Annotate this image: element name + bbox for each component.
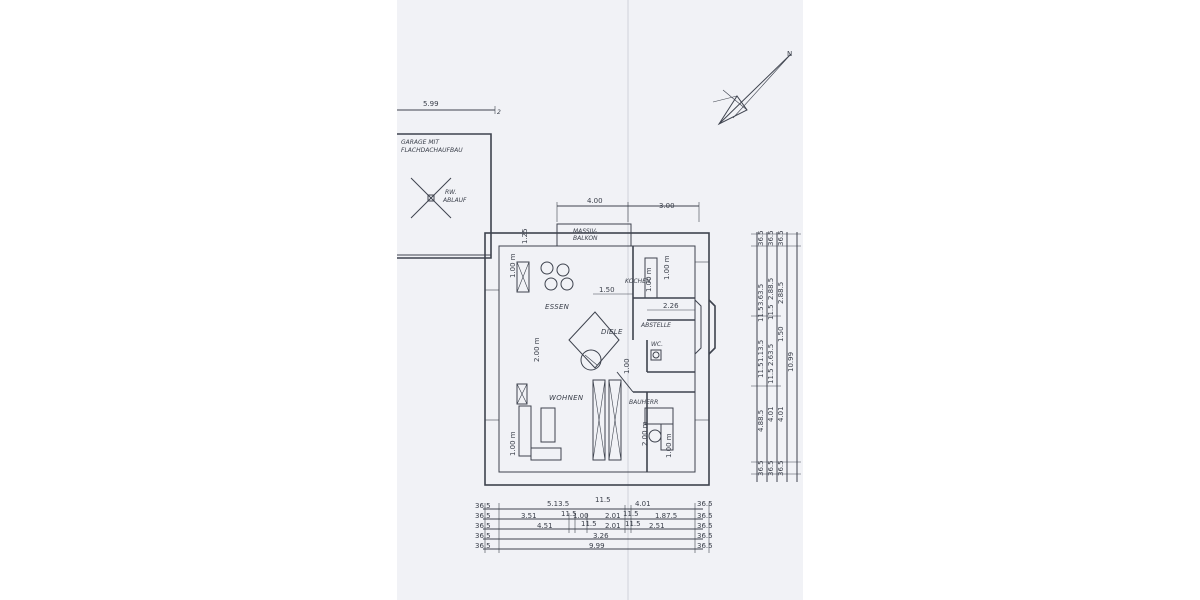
rdim-c1-1: 3.63.5	[757, 284, 765, 306]
bdim-r3-4: 11.5	[625, 520, 641, 528]
bdim-r1-1: 5.13.5	[547, 500, 569, 508]
rdim-c2-3: 2.63.5	[767, 344, 775, 366]
bdim-r4-1: 3.26	[593, 532, 609, 540]
bdim-r3-2: 11.5	[581, 520, 597, 528]
bdim-r5-2: 36.5	[697, 542, 713, 550]
top-dim-left: 4.00	[587, 197, 603, 205]
rdim-c4-0: 10.99	[787, 352, 795, 372]
rw-label-line2: ABLAUF	[442, 197, 467, 204]
bdim-r4-2: 36.5	[697, 532, 713, 540]
bdim-r3-3: 2.01	[605, 522, 621, 530]
bdim-r2-7: 36.5	[697, 512, 713, 520]
rdim-c3-0: 36.5	[777, 230, 785, 246]
bdim-r4-0: 36.5	[475, 532, 491, 540]
rdim-c1-6: 36.5	[757, 460, 765, 476]
right-dimensions: 36.5 3.63.5 11.5 1.13.5 11.5 4.88.5 36.5…	[751, 230, 801, 482]
dim-100f: 1.00 m	[665, 433, 673, 458]
balkon: MASSIV- BALKON	[556, 223, 632, 247]
rdim-c2-0: 36.5	[767, 230, 775, 246]
room-bauherr: BAUHERR	[629, 399, 658, 406]
room-wc: WC.	[651, 341, 663, 348]
rdim-c3-2: 1.50	[777, 326, 785, 342]
bdim-r1-4: 36.5	[697, 500, 713, 508]
dim-100a: 1.00 m	[509, 253, 517, 278]
rdim-c3-3: 4.01	[777, 406, 785, 422]
room-kochen: KOCHEN	[625, 278, 651, 285]
bdim-r3-6: 36.5	[697, 522, 713, 530]
bdim-r2-5: 11.5	[623, 510, 639, 518]
room-wohnen: WOHNEN	[549, 394, 584, 402]
dim-100c: 1.00 m	[645, 267, 653, 292]
bdim-r2-6: 1.87.5	[655, 512, 677, 520]
rdim-c1-4: 11.5	[757, 362, 765, 378]
bdim-r3-1: 4.51	[537, 522, 553, 530]
balkon-line1: MASSIV-	[573, 228, 597, 235]
bdim-r3-0: 36.5	[475, 522, 491, 530]
room-abstelle: ABSTELLE	[640, 322, 671, 329]
bdim-r2-1: 3.51	[521, 512, 537, 520]
rdim-c2-4: 11.5	[767, 368, 775, 384]
rdim-c2-5: 4.01	[767, 406, 775, 422]
balkon-line2: BALKON	[573, 235, 598, 242]
north-arrow-icon: N	[712, 50, 792, 126]
inner-dimensions: 1.50 2.26 1.00 m 1.25 2.00 m 1.00 m 1.00…	[509, 228, 695, 458]
top-dim-right: 3.00	[659, 202, 675, 210]
rdim-c3-4: 36.5	[777, 460, 785, 476]
bottom-dimensions: 36.5 5.13.5 11.5 4.01 36.5 36.5 3.51 11.…	[475, 496, 713, 553]
rdim-c1-5: 4.88.5	[757, 410, 765, 432]
bdim-r2-0: 36.5	[475, 512, 491, 520]
dim-125: 1.25	[521, 228, 529, 244]
rdim-c2-6: 36.5	[767, 460, 775, 476]
interior-walls	[568, 246, 695, 472]
north-label: N	[787, 50, 792, 58]
bdim-r3-5: 2.51	[649, 522, 665, 530]
dim-100e: 1.00	[623, 358, 631, 374]
top-dimensions: 4.00 3.00	[556, 197, 700, 222]
garage: 5.99 2 GARAGE MIT FLACHDACHAUFBAU RW. AB…	[397, 100, 501, 259]
bdim-r2-4: 2.01	[605, 512, 621, 520]
dim-200: 2.00 m	[533, 337, 541, 362]
bdim-r1-0: 36.5	[475, 502, 491, 510]
bdim-r1-2: 11.5	[595, 496, 611, 504]
rdim-c1-3: 1.13.5	[757, 340, 765, 362]
bdim-r2-2: 11.5	[561, 510, 577, 518]
rdim-c1-2: 11.5	[757, 306, 765, 322]
rdim-c3-1: 2.88.5	[777, 282, 785, 304]
dim-150: 1.50	[599, 286, 615, 294]
rw-label-line1: RW.	[445, 189, 457, 196]
garage-dimension: 5.99	[423, 100, 439, 108]
garage-marker: 2	[497, 109, 501, 116]
furniture	[516, 257, 674, 461]
room-essen: ESSEN	[545, 303, 570, 311]
rdim-c2-2: 11.5	[767, 304, 775, 320]
bdim-r2-3: 1.00	[573, 512, 589, 520]
outer-walls	[484, 232, 716, 486]
garage-label-line2: FLACHDACHAUFBAU	[401, 147, 463, 154]
bdim-r5-1: 9.99	[589, 542, 605, 550]
plan-sheet: 5.99 2 GARAGE MIT FLACHDACHAUFBAU RW. AB…	[397, 0, 803, 600]
dim-100b: 1.00 m	[509, 431, 517, 456]
rdim-c1-0: 36.5	[757, 230, 765, 246]
bdim-r5-0: 36.5	[475, 542, 491, 550]
floor-plan-drawing: 5.99 2 GARAGE MIT FLACHDACHAUFBAU RW. AB…	[397, 0, 801, 600]
bdim-r1-3: 4.01	[635, 500, 651, 508]
dim-226: 2.26	[663, 302, 679, 310]
room-labels: ESSEN KOCHEN DIELE ABSTELLE WC. WOHNEN B…	[545, 278, 671, 406]
garage-label-line1: GARAGE MIT	[401, 139, 440, 146]
dim-100d: 1.00 m	[663, 255, 671, 280]
dim-200b: 2.00 m	[641, 421, 649, 446]
rdim-c2-1: 2.88.5	[767, 278, 775, 300]
room-diele: DIELE	[601, 328, 623, 336]
